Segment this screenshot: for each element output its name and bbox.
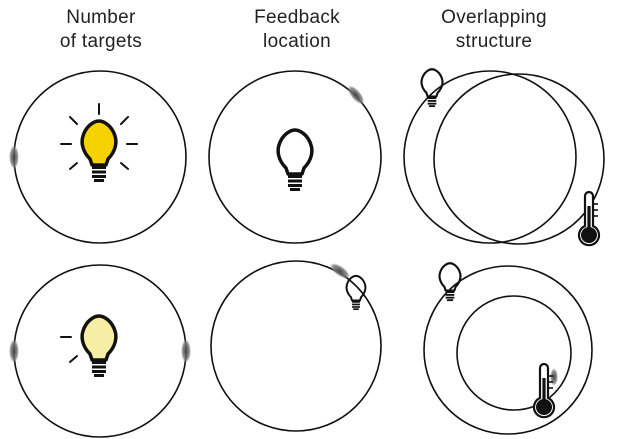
lightbulb-lit-icon: [60, 103, 138, 182]
lightbulb-dim-icon: [60, 314, 118, 377]
circle-right: [433, 73, 605, 245]
panel-central-feedback: [208, 70, 382, 244]
lightbulb-outline-icon: [276, 128, 314, 193]
circle-left: [403, 70, 577, 244]
touch-marker: [347, 85, 365, 105]
touch-marker: [329, 262, 351, 280]
touch-marker: [9, 145, 19, 169]
panel-overlap-nested: [423, 262, 593, 435]
touch-marker-right: [181, 339, 191, 363]
target-circle: [208, 70, 382, 244]
column-title-overlapping-structure: Overlapping structure: [441, 7, 547, 52]
circle-outer: [423, 265, 593, 435]
thermometer-icon: [577, 190, 601, 247]
touch-marker-left: [9, 339, 19, 363]
target-circle: [210, 260, 382, 432]
column-title-feedback-location: Feedback location: [254, 7, 340, 52]
touch-marker: [550, 368, 558, 386]
panel-two-targets: [9, 264, 191, 438]
column-title-number-of-targets: Number of targets: [59, 7, 143, 52]
circle-inner: [456, 295, 572, 411]
panel-peripheral-feedback: [210, 260, 382, 432]
panel-overlap-large: [403, 68, 605, 247]
panel-one-target: [9, 70, 187, 244]
